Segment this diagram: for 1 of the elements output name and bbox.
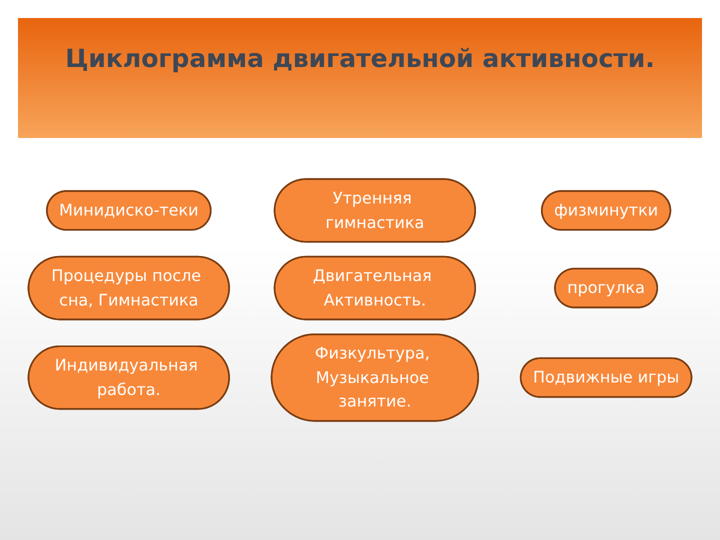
title: Циклограмма двигательной активности. — [64, 43, 656, 75]
